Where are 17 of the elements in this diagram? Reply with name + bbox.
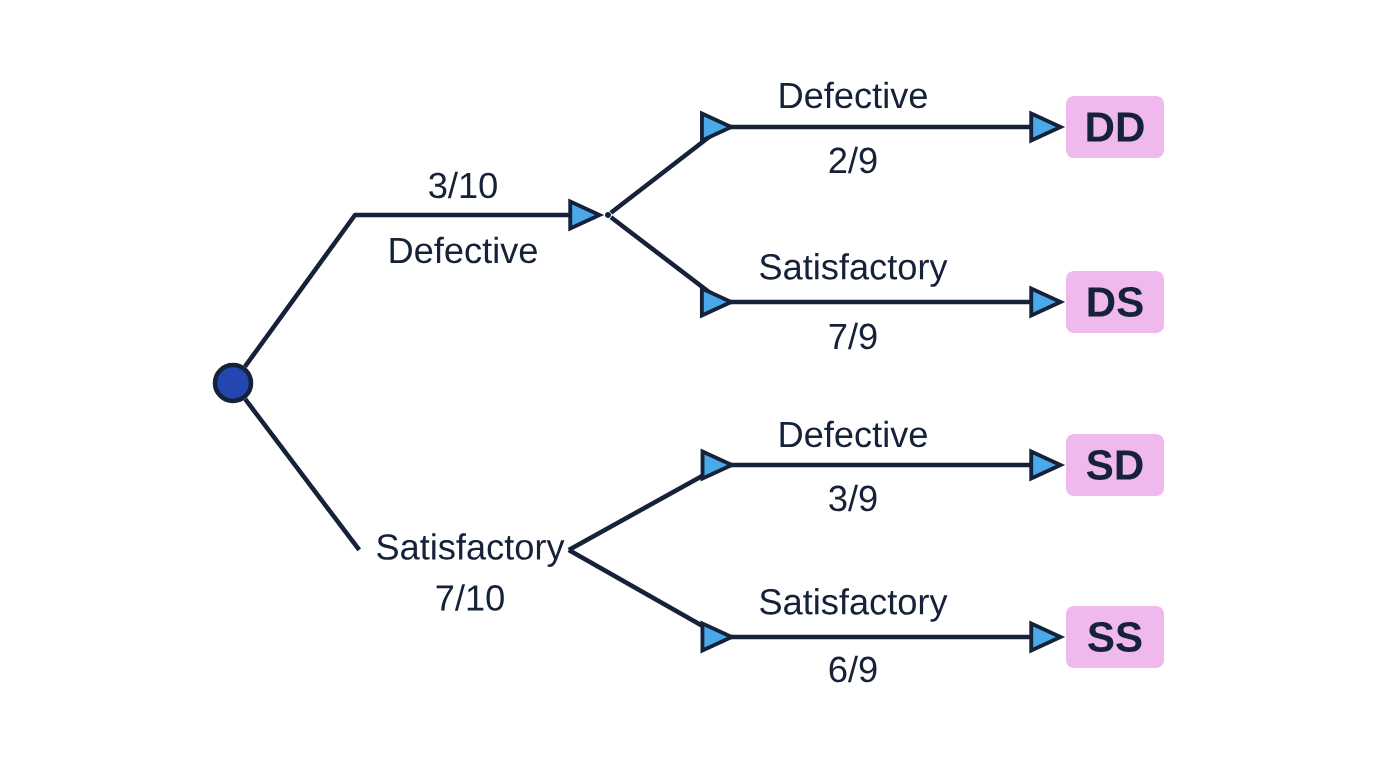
- branch-label: Defective: [780, 81, 927, 109]
- branch-label: Defective: [780, 420, 927, 448]
- branch-text: Satisfactory 7/10: [377, 533, 565, 611]
- outcome-box: DS: [1066, 271, 1164, 333]
- edge-label: 3/9: [824, 481, 882, 515]
- outcome-box: SD: [1066, 434, 1164, 496]
- root-circle: [212, 362, 254, 404]
- edge-label: 6/9: [824, 652, 882, 686]
- branch-label: Satisfactory: [760, 588, 948, 622]
- branch-label: Defective: [390, 236, 537, 264]
- edge-label: 2/9: [824, 143, 882, 177]
- edge-label: 3/10: [424, 168, 502, 202]
- branch-point: [605, 212, 611, 218]
- outcome-box: SS: [1066, 606, 1164, 668]
- outcome-box: DD: [1066, 96, 1164, 158]
- branch-label: Satisfactory: [760, 253, 948, 287]
- edge-label: 7/9: [824, 319, 882, 353]
